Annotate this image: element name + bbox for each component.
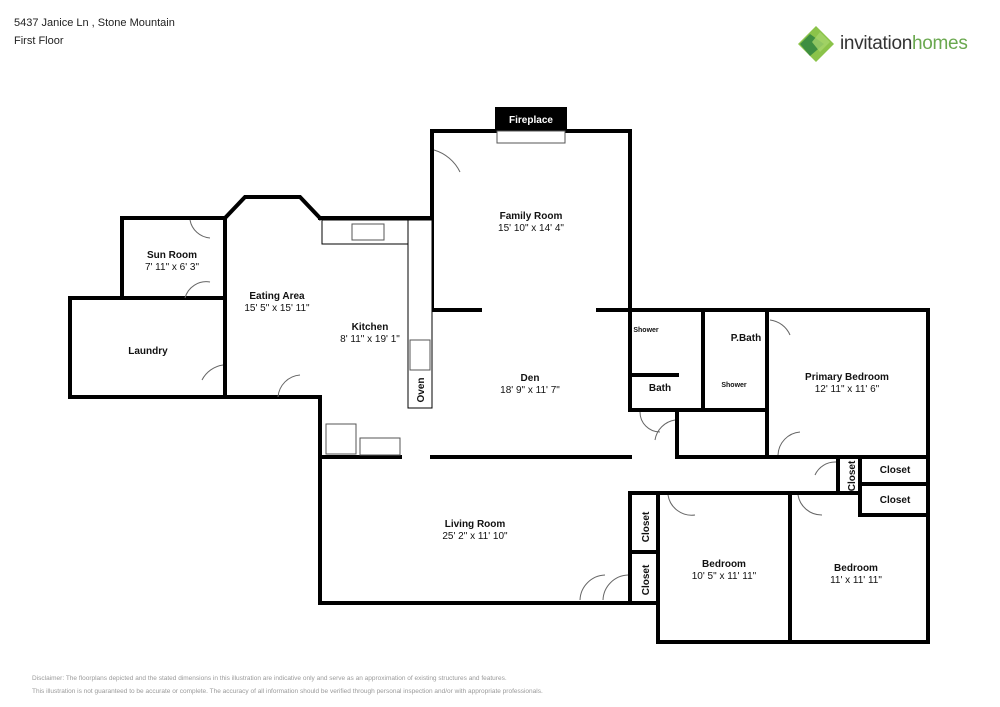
floor-label: First Floor: [14, 35, 64, 47]
room-name: Bath: [649, 383, 671, 394]
room-name: Den: [521, 373, 540, 384]
room-name: Living Room: [445, 519, 506, 530]
room-dimensions: 11' x 11' 11": [830, 575, 882, 586]
shower-label: Shower: [633, 327, 659, 334]
room-name: Kitchen: [352, 322, 389, 333]
room-name: Bedroom: [834, 563, 878, 574]
fireplace-label: Fireplace: [509, 115, 553, 126]
room-name: Family Room: [500, 211, 563, 222]
property-address: 5437 Janice Ln , Stone Mountain: [14, 17, 175, 29]
shower-label: Shower: [721, 382, 747, 389]
room-dimensions: 25' 2" x 11' 10": [442, 531, 508, 542]
room-dimensions: 7' 11" x 6' 3": [145, 262, 200, 273]
room-name: Laundry: [128, 346, 168, 357]
room-name: Closet: [880, 495, 911, 506]
room-name: Primary Bedroom: [805, 372, 889, 383]
invitation-homes-logo: invitationhomes: [798, 26, 968, 62]
room-name: Sun Room: [147, 250, 197, 261]
room-dimensions: 10' 5" x 11' 11": [692, 571, 757, 582]
room-name: Eating Area: [249, 291, 305, 302]
room-name: Closet: [641, 564, 652, 595]
room-name: P.Bath: [731, 333, 761, 344]
room-dimensions: 12' 11" x 11' 6": [815, 384, 880, 395]
room-name: Bedroom: [702, 559, 746, 570]
room-name: Closet: [847, 460, 858, 491]
room-dimensions: 15' 10" x 14' 4": [498, 223, 564, 234]
disclaimer-line-2: This illustration is not guaranteed to b…: [32, 688, 543, 695]
oven-label: Oven: [416, 377, 427, 402]
room-dimensions: 18' 9" x 11' 7": [500, 385, 560, 396]
room-name: Closet: [880, 465, 911, 476]
fireplace: [495, 107, 567, 131]
logo-diamond-icon: [798, 26, 834, 62]
walls: [68, 129, 930, 644]
room-name: Closet: [641, 511, 652, 542]
logo-wordmark: invitationhomes: [840, 33, 968, 54]
room-dimensions: 15' 5" x 15' 11": [244, 303, 310, 314]
disclaimer-line-1: Disclaimer: The floorplans depicted and …: [32, 675, 507, 682]
room-dimensions: 8' 11" x 19' 1": [340, 334, 400, 345]
